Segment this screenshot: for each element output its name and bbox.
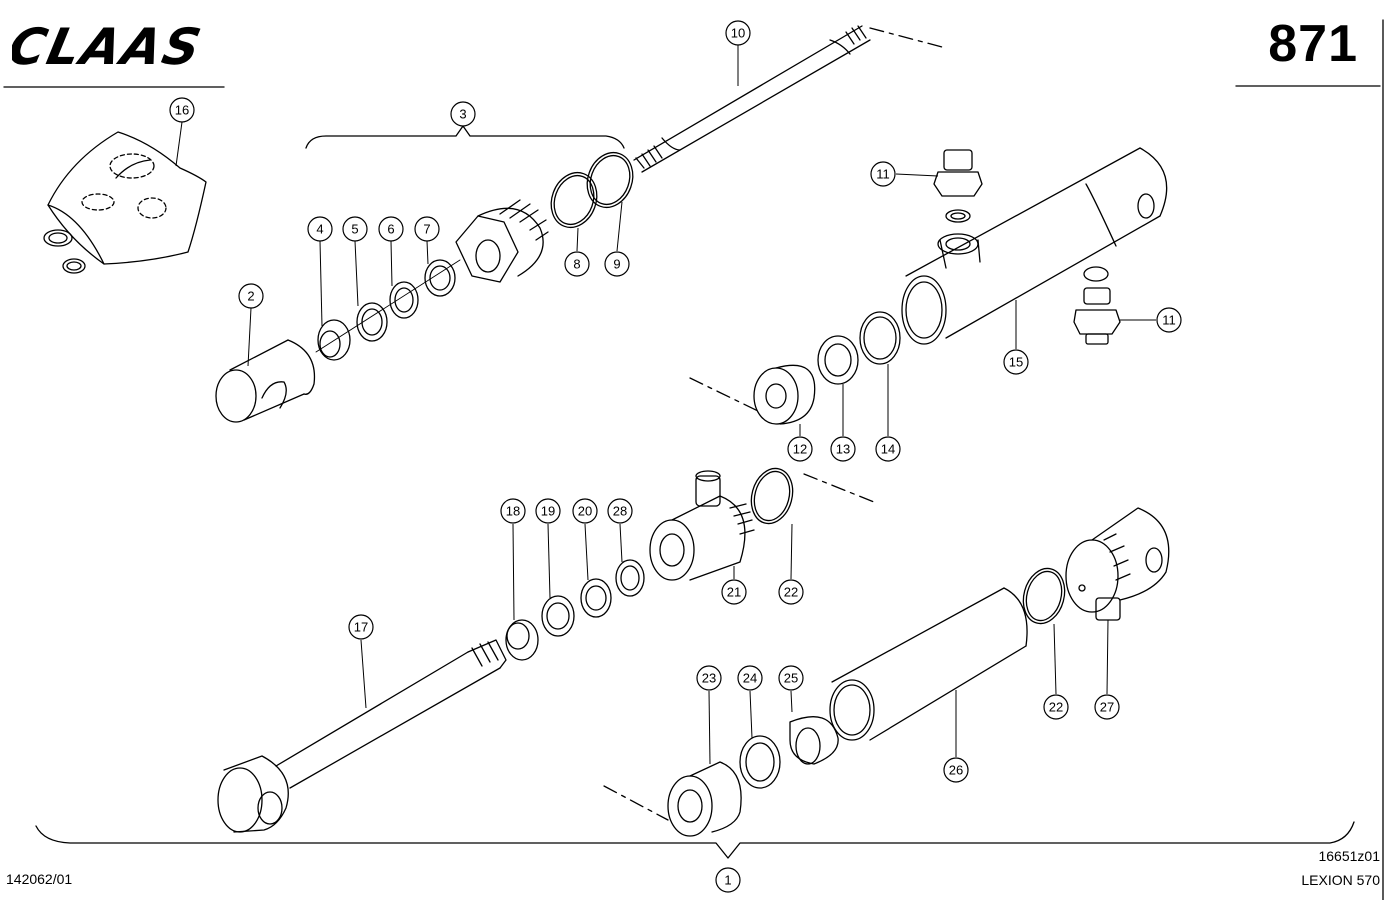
callout-9: 9 [613, 257, 620, 272]
leader-lines [175, 45, 1156, 765]
drawing-reference: 142062/01 [6, 871, 73, 887]
callout-26: 26 [949, 763, 963, 778]
callout-18: 18 [506, 504, 520, 519]
callout-21: 21 [727, 585, 741, 600]
callout-12: 12 [793, 442, 807, 457]
callout-27: 27 [1100, 700, 1114, 715]
part-27-end-cap [1065, 507, 1170, 621]
part-11-fitting-lower [1073, 266, 1121, 345]
callout-24: 24 [743, 671, 757, 686]
bracket-assembly-1 [35, 821, 1355, 859]
callout-22-middle: 22 [784, 585, 798, 600]
callout-10: 10 [731, 26, 745, 41]
upper-o-rings [550, 151, 634, 229]
image-code: 16651z01 [1318, 848, 1380, 864]
page-number: 871 [1268, 15, 1358, 73]
callout-23: 23 [702, 671, 716, 686]
callout-8: 8 [573, 257, 580, 272]
part-11-fitting-upper [933, 149, 983, 223]
part-22-o-ring-middle [750, 467, 875, 525]
callout-6: 6 [387, 222, 394, 237]
part-2-clevis-bushing [215, 339, 316, 423]
part-10-piston-rod [633, 25, 947, 173]
callout-2: 2 [247, 289, 254, 304]
upper-piston-seals [689, 311, 901, 425]
lower-piston-seals [603, 716, 839, 837]
part-26-cylinder-tube [829, 587, 1028, 741]
callout-20: 20 [578, 504, 592, 519]
callout-19: 19 [541, 504, 555, 519]
part-17-piston-rod [217, 639, 507, 833]
callout-14: 14 [881, 442, 895, 457]
part-gland-nut [315, 199, 549, 353]
callout-circles [169, 20, 1182, 893]
bracket-group-3 [305, 125, 625, 149]
lower-seal-rings [505, 559, 645, 661]
callout-labels: 10 16 3 2 4 5 6 7 8 9 11 11 15 12 13 14 … [175, 26, 1176, 888]
claas-logo: CLAAS [12, 18, 208, 72]
callout-5: 5 [351, 222, 358, 237]
callout-15: 15 [1009, 355, 1023, 370]
brand-text: CLAAS [12, 18, 208, 72]
callout-11-lower: 11 [1162, 313, 1176, 328]
callout-25: 25 [784, 671, 798, 686]
callout-16: 16 [175, 103, 189, 118]
callout-7: 7 [423, 222, 430, 237]
callout-22-lower: 22 [1049, 700, 1063, 715]
callout-11-upper: 11 [876, 167, 890, 182]
callout-28: 28 [613, 504, 627, 519]
part-22-o-ring-lower [1022, 567, 1066, 625]
part-15-cylinder-barrel [901, 147, 1168, 345]
callout-4: 4 [316, 222, 323, 237]
callout-3: 3 [459, 107, 466, 122]
callout-13: 13 [836, 442, 850, 457]
model-name: LEXION 570 [1301, 872, 1380, 888]
part-21-gland-head [649, 470, 755, 581]
callout-17: 17 [354, 620, 368, 635]
upper-seal-rings [317, 259, 456, 361]
callout-1: 1 [724, 873, 731, 888]
seal-kit-bag [43, 131, 207, 274]
